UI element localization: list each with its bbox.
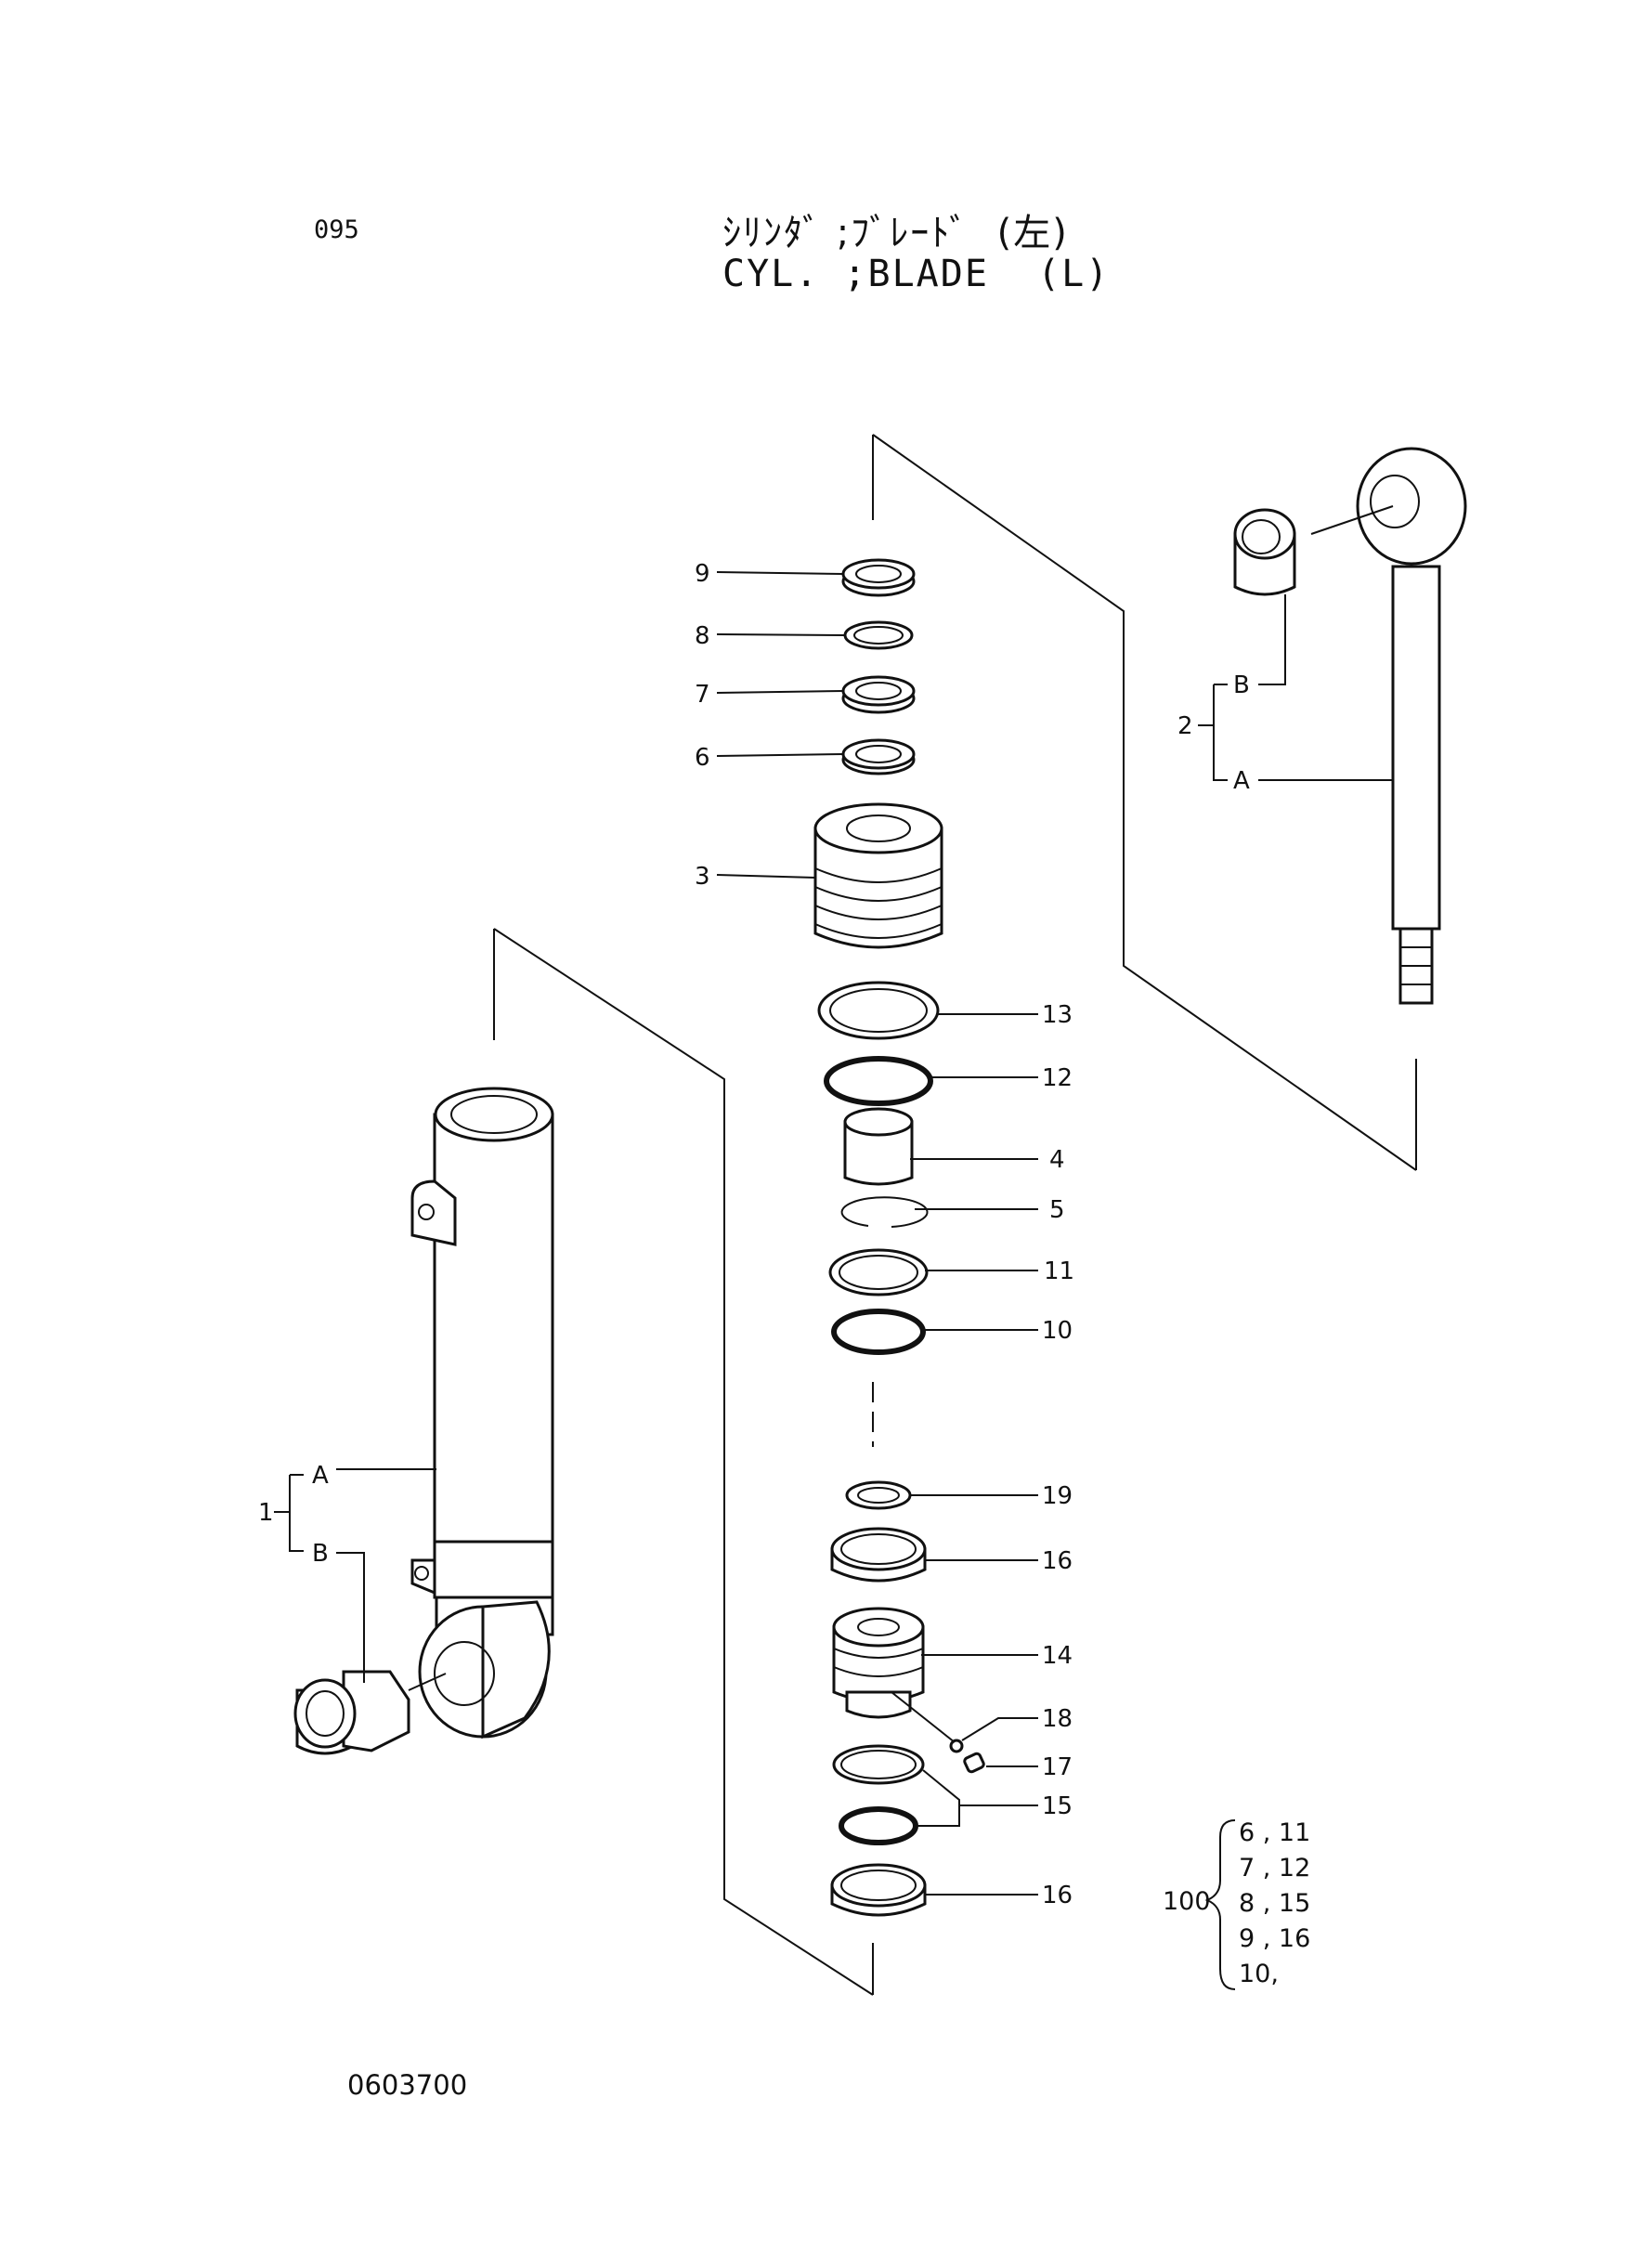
seal-kit-list: 100 6 , 11 7 , 12 8 , 15 9 , 16 10, <box>1163 1818 1310 1988</box>
page-code: 095 <box>314 215 359 244</box>
callout-1: 1 <box>258 1499 274 1527</box>
o-ring-icon <box>839 1806 918 1845</box>
kit-number: 100 <box>1163 1887 1211 1916</box>
bushing-icon <box>843 1107 914 1186</box>
callout-10: 10 <box>1042 1317 1073 1345</box>
callout-6: 6 <box>695 744 710 772</box>
backup-ring-icon <box>828 1248 929 1296</box>
callout-labels: 9 8 7 6 3 13 12 4 5 11 10 19 16 14 18 17… <box>258 560 1250 1909</box>
callout-2-a: A <box>1233 767 1250 795</box>
kit-row: 8 , 15 <box>1239 1889 1310 1918</box>
drawing-number: 0603700 <box>347 2069 468 2101</box>
kit-row: 7 , 12 <box>1239 1854 1310 1883</box>
title-japanese: ｼﾘﾝﾀﾞ ;ﾌﾞﾚｰﾄﾞ (左) <box>722 212 1069 254</box>
rod-cover-icon <box>813 802 943 949</box>
piston-rod-icon <box>1310 447 1467 1005</box>
snap-ring-icon <box>840 1196 929 1228</box>
callout-16-upper: 16 <box>1042 1547 1073 1575</box>
backup-ring-icon <box>843 620 914 650</box>
bushing-icon <box>1233 508 1296 596</box>
piston-icon <box>832 1607 925 1719</box>
callout-9: 9 <box>695 560 710 588</box>
callout-18: 18 <box>1042 1705 1073 1733</box>
kit-row: 6 , 11 <box>1239 1818 1310 1847</box>
dust-seal-icon <box>841 558 916 597</box>
backup-ring-icon <box>845 1480 912 1510</box>
o-ring-icon <box>824 1056 933 1106</box>
callout-leaders <box>274 571 1393 1990</box>
callout-3: 3 <box>695 863 710 891</box>
assembly-guide-lines <box>493 434 1417 1996</box>
callout-19: 19 <box>1042 1482 1073 1510</box>
callout-17: 17 <box>1042 1753 1073 1781</box>
callout-13: 13 <box>1042 1001 1073 1029</box>
callout-8: 8 <box>695 622 710 650</box>
o-ring-icon <box>831 1309 926 1355</box>
u-ring-icon <box>841 675 916 714</box>
callout-12: 12 <box>1042 1064 1073 1092</box>
callout-2: 2 <box>1177 712 1193 740</box>
slide-ring-icon <box>832 1744 925 1785</box>
set-screw-icon <box>963 1752 985 1774</box>
kit-row: 10, <box>1239 1960 1279 1988</box>
callout-14: 14 <box>1042 1642 1073 1670</box>
title-english: CYL. ;BLADE (L) <box>722 253 1111 295</box>
buffer-ring-icon <box>841 738 916 775</box>
backup-ring-icon <box>817 981 940 1040</box>
callout-2-b: B <box>1233 671 1250 699</box>
callout-7: 7 <box>695 681 710 709</box>
callout-15: 15 <box>1042 1792 1073 1820</box>
wear-ring-icon <box>830 1527 927 1583</box>
cylinder-tube-icon <box>410 1087 554 1739</box>
callout-11: 11 <box>1044 1257 1074 1285</box>
callout-5: 5 <box>1049 1196 1065 1224</box>
steel-ball-icon <box>949 1739 964 1753</box>
callout-1-a: A <box>312 1462 329 1490</box>
wear-ring-icon <box>830 1863 927 1917</box>
callout-16-lower: 16 <box>1042 1882 1073 1909</box>
kit-row: 9 , 16 <box>1239 1924 1310 1953</box>
callout-1-b: B <box>312 1540 329 1568</box>
bushing-icon <box>293 1670 447 1755</box>
callout-4: 4 <box>1049 1146 1065 1174</box>
